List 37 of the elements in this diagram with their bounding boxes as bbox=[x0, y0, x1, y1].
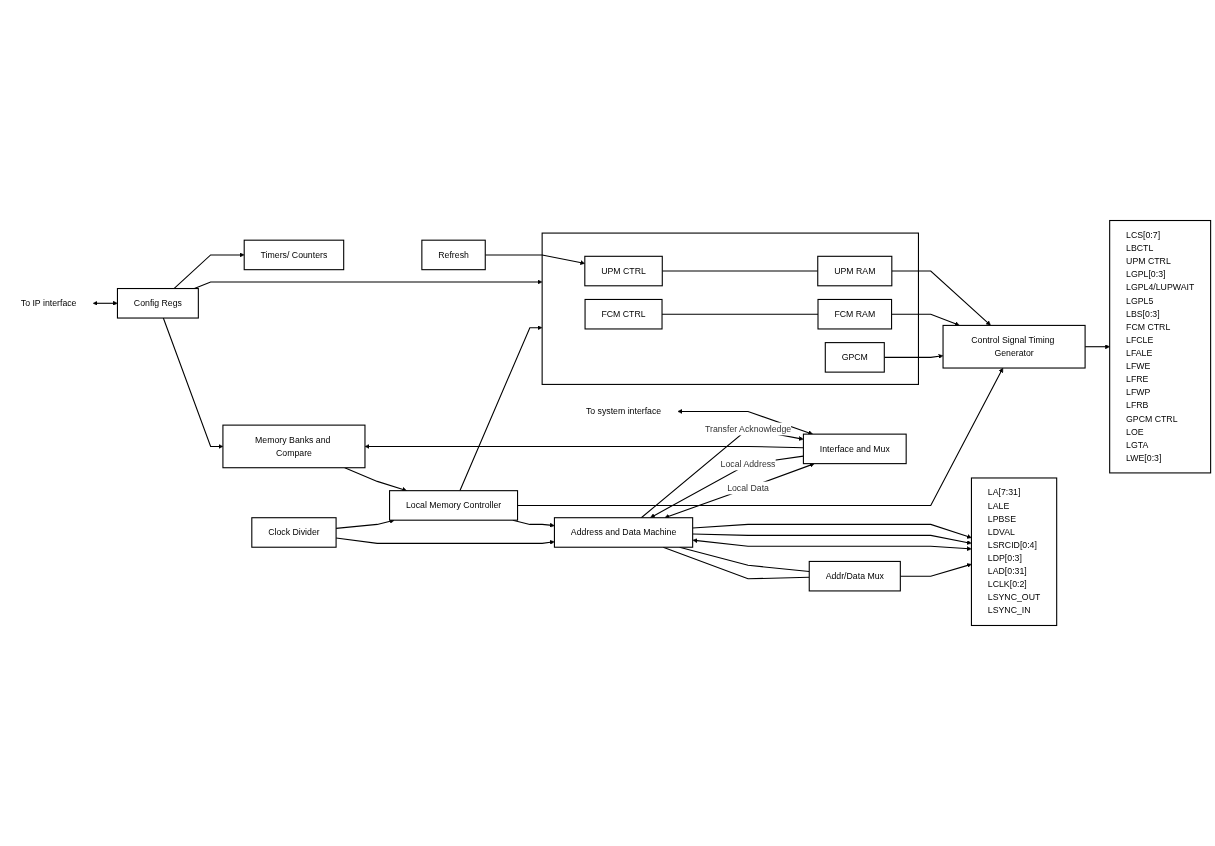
edge-label: Local Data bbox=[727, 483, 769, 493]
node-text: To system interface bbox=[585, 406, 662, 416]
node-box: Interface and Mux bbox=[802, 433, 907, 465]
node-box: LA[7:31] LALE LPBSE LDVAL LSRCID[0:4] LDP[0:3] LAD[0:31] LCLK[0:2] LSYNC_OUT LSYNC_IN bbox=[970, 477, 1058, 627]
node-box: Control Signal Timing Generator bbox=[942, 324, 1086, 369]
node-box: Refresh bbox=[421, 239, 486, 271]
arrow bbox=[364, 444, 804, 449]
arrow bbox=[677, 409, 813, 435]
arrow bbox=[459, 325, 543, 492]
node-box: UPM RAM bbox=[817, 255, 893, 287]
node-box: UPM CTRL bbox=[584, 255, 663, 287]
arrow bbox=[173, 252, 245, 290]
node-box: FCM CTRL bbox=[584, 298, 663, 330]
node-box: LCS[0:7] LBCTL UPM CTRL LGPL[0:3] LGPL4/LUPWAIT LGPL5 LBS[0:3] FCM CTRL LFCLE LFALE LFWE LFRE LFWP LFRB GPCM CTRL LOE LGTA LWE[0:3] bbox=[1109, 219, 1212, 474]
arrow bbox=[517, 367, 1004, 506]
arrow bbox=[92, 300, 118, 306]
arrow bbox=[891, 313, 960, 327]
node-box: FCM RAM bbox=[817, 298, 893, 330]
arrow bbox=[650, 455, 804, 518]
arrow bbox=[664, 462, 815, 519]
arrow bbox=[344, 467, 407, 492]
arrow bbox=[692, 533, 972, 545]
node-box: Clock Divider bbox=[251, 517, 337, 548]
node-box: Config Regs bbox=[116, 288, 199, 319]
arrow bbox=[692, 523, 972, 539]
node-box: GPCM bbox=[824, 342, 885, 373]
node-box: Memory Banks and Compare bbox=[222, 424, 366, 469]
node-box: Address and Data Machine bbox=[553, 517, 694, 548]
node-box: Local Memory Controller bbox=[389, 490, 519, 521]
edge-label: Local Address bbox=[720, 458, 776, 469]
cluster bbox=[541, 232, 919, 385]
arrow bbox=[891, 270, 991, 326]
node-box: Addr/Data Mux bbox=[808, 560, 901, 592]
node-box: Timers/ Counters bbox=[243, 239, 345, 271]
arrow bbox=[692, 538, 972, 552]
node-text: To IP interface bbox=[20, 298, 77, 308]
edge-label: Transfer Acknowledge bbox=[704, 424, 792, 434]
